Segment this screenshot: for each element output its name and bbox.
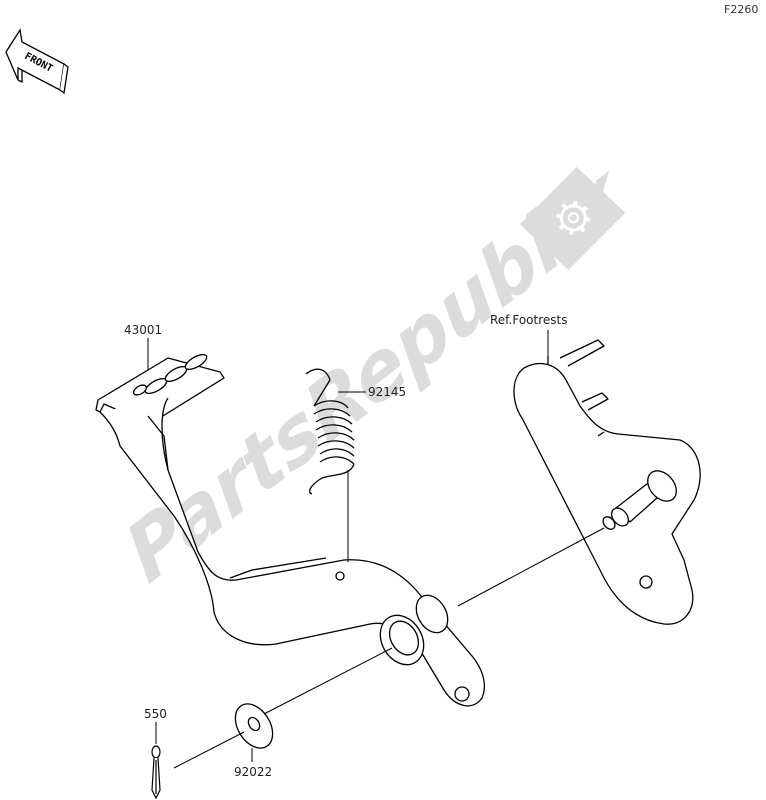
part-number-43001[interactable]: 43001 [124,323,163,337]
brake-pedal[interactable] [95,352,486,707]
watermark-flag [519,166,626,270]
part-number-92145[interactable]: 92145 [368,385,407,399]
cotter-pin-leader [173,731,245,769]
washer-leader [263,647,393,715]
return-spring[interactable] [305,368,355,495]
figure-code: F2260 [724,3,759,16]
washer[interactable] [228,697,281,755]
part-number-92022[interactable]: 92022 [234,765,273,779]
cotter-pin[interactable] [151,745,161,800]
footrest-bracket[interactable] [513,339,701,625]
footrest-reference-label[interactable]: Ref.Footrests [490,313,568,327]
part-number-550[interactable]: 550 [144,707,167,721]
shaft-leader [457,527,605,607]
front-direction-arrow-icon [5,28,69,95]
gear-icon [556,200,591,235]
